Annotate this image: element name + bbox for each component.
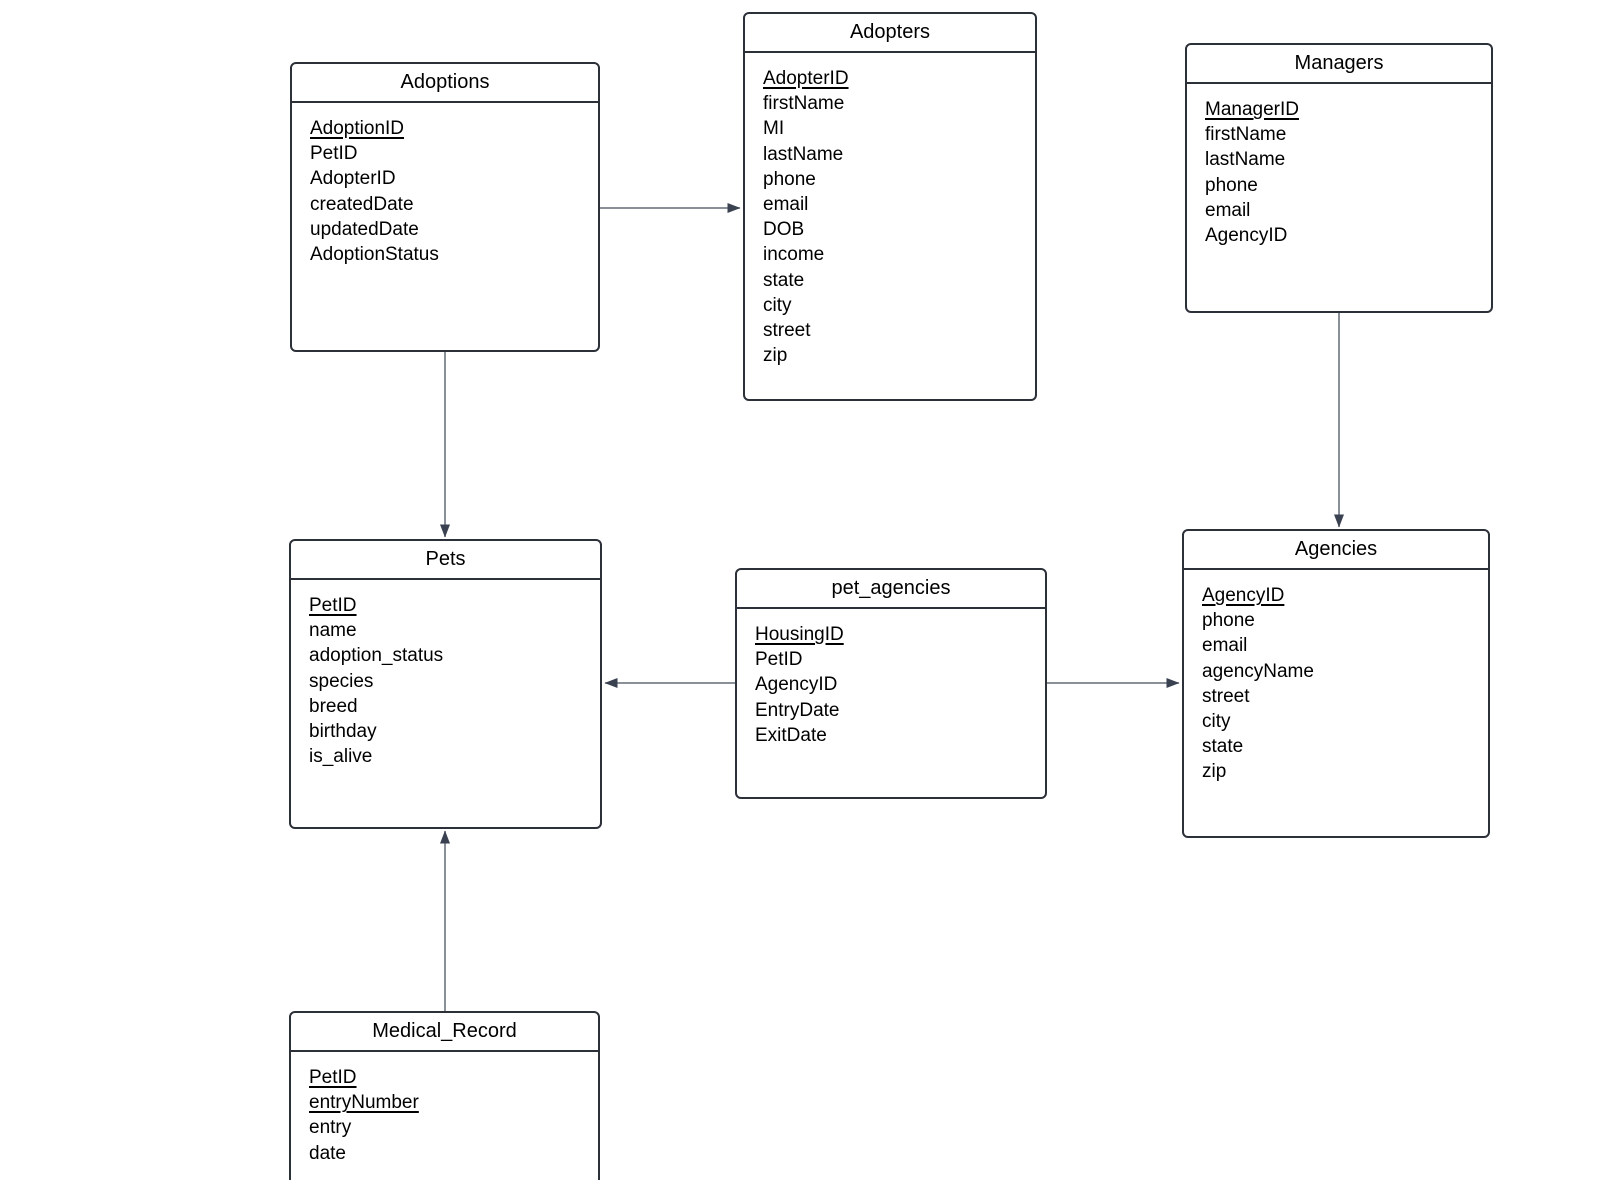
field-agencyid: AgencyID xyxy=(755,674,838,696)
entity-medical-record-title: Medical_Record xyxy=(291,1013,598,1052)
entity-managers-title: Managers xyxy=(1187,45,1491,84)
field-petid: PetID xyxy=(755,649,803,671)
entity-agencies-fields: AgencyID phone email agencyName street c… xyxy=(1184,570,1488,785)
field-phone: phone xyxy=(763,168,816,190)
field-state: state xyxy=(1202,736,1244,758)
field-mi: MI xyxy=(763,118,785,140)
field-email: email xyxy=(1205,199,1251,221)
field-entrynumber: entryNumber xyxy=(309,1092,419,1114)
field-updateddate: updatedDate xyxy=(310,218,419,240)
field-firstname: firstName xyxy=(763,93,845,115)
field-adoptionid: AdoptionID xyxy=(310,118,405,139)
field-income: income xyxy=(763,244,825,266)
entity-medical-record: Medical_Record PetID entryNumber entry d… xyxy=(289,1011,600,1180)
field-dob: DOB xyxy=(763,219,805,241)
entity-adoptions-fields: AdoptionID PetID AdopterID createdDate u… xyxy=(292,103,598,267)
field-petid: PetID xyxy=(309,1067,357,1088)
field-zip: zip xyxy=(1202,761,1227,783)
field-managerid: ManagerID xyxy=(1205,99,1299,120)
entity-pet-agencies-fields: HousingID PetID AgencyID EntryDate ExitD… xyxy=(737,609,1045,748)
field-birthday: birthday xyxy=(309,721,377,743)
field-breed: breed xyxy=(309,695,358,717)
field-exitdate: ExitDate xyxy=(755,724,827,746)
field-agencyid: AgencyID xyxy=(1202,585,1285,606)
field-name: name xyxy=(309,620,357,642)
entity-medical-record-fields: PetID entryNumber entry date xyxy=(291,1052,598,1166)
field-zip: zip xyxy=(763,345,788,367)
field-date: date xyxy=(309,1142,346,1164)
entity-adoptions: Adoptions AdoptionID PetID AdopterID cre… xyxy=(290,62,600,352)
field-firstname: firstName xyxy=(1205,124,1287,146)
field-adopterid: AdopterID xyxy=(763,68,849,89)
field-email: email xyxy=(1202,635,1248,657)
field-createddate: createdDate xyxy=(310,193,414,215)
field-phone: phone xyxy=(1202,610,1255,632)
field-agencyid: AgencyID xyxy=(1205,225,1288,247)
field-is-alive: is_alive xyxy=(309,746,373,768)
field-entrydate: EntryDate xyxy=(755,699,840,721)
field-lastname: lastName xyxy=(763,143,844,165)
entity-pets: Pets PetID name adoption_status species … xyxy=(289,539,602,829)
field-adoption-status: adoption_status xyxy=(309,645,444,667)
field-street: street xyxy=(763,320,811,342)
field-street: street xyxy=(1202,685,1250,707)
field-state: state xyxy=(763,269,805,291)
field-adopterid: AdopterID xyxy=(310,168,396,190)
entity-agencies-title: Agencies xyxy=(1184,531,1488,570)
field-city: city xyxy=(1202,711,1231,733)
field-adoptionstatus: AdoptionStatus xyxy=(310,244,439,266)
field-housingid: HousingID xyxy=(755,624,844,645)
field-petid: PetID xyxy=(310,143,358,165)
field-entry: entry xyxy=(309,1117,352,1139)
field-phone: phone xyxy=(1205,174,1258,196)
entity-pet-agencies-title: pet_agencies xyxy=(737,570,1045,609)
entity-pets-fields: PetID name adoption_status species breed… xyxy=(291,580,600,769)
entity-adopters: Adopters AdopterID firstName MI lastName… xyxy=(743,12,1037,401)
field-petid: PetID xyxy=(309,595,357,616)
entity-adopters-title: Adopters xyxy=(745,14,1035,53)
entity-managers: Managers ManagerID firstName lastName ph… xyxy=(1185,43,1493,313)
entity-agencies: Agencies AgencyID phone email agencyName… xyxy=(1182,529,1490,838)
field-species: species xyxy=(309,670,374,692)
field-email: email xyxy=(763,194,809,216)
entity-pets-title: Pets xyxy=(291,541,600,580)
entity-adoptions-title: Adoptions xyxy=(292,64,598,103)
field-city: city xyxy=(763,294,792,316)
field-lastname: lastName xyxy=(1205,149,1286,171)
entity-adopters-fields: AdopterID firstName MI lastName phone em… xyxy=(745,53,1035,368)
field-agencyname: agencyName xyxy=(1202,660,1314,682)
entity-pet-agencies: pet_agencies HousingID PetID AgencyID En… xyxy=(735,568,1047,799)
entity-managers-fields: ManagerID firstName lastName phone email… xyxy=(1187,84,1491,248)
